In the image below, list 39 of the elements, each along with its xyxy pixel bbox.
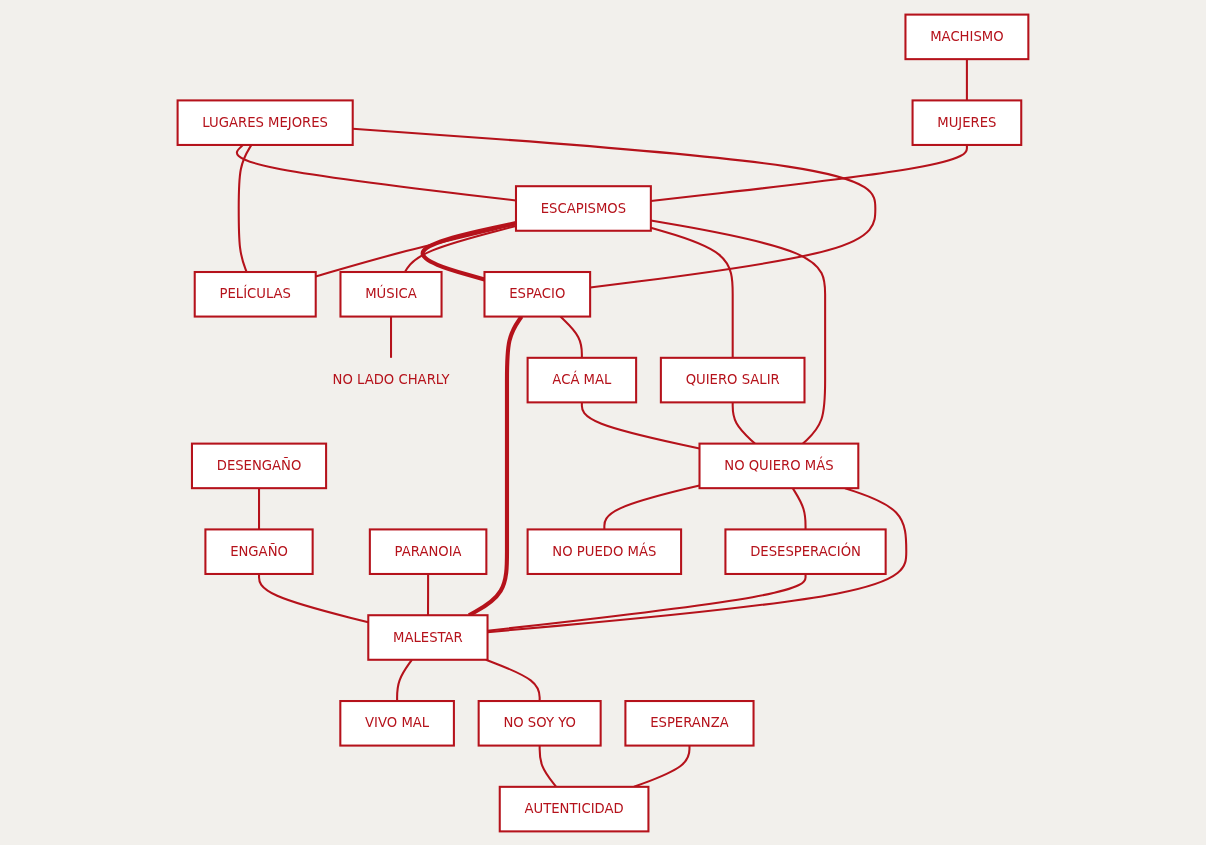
connector (580, 401, 700, 450)
node-box: QUIERO SALIR (659, 356, 806, 403)
connector (965, 58, 968, 100)
node-box: ESCAPISMOS (514, 184, 652, 232)
node-box: NO QUIERO MÁS (698, 442, 860, 489)
node-box: ESPACIO (483, 270, 592, 318)
connector (352, 127, 877, 289)
node-box: NO PUEDO MÁS (526, 527, 683, 575)
connector (390, 316, 393, 358)
connector (650, 226, 734, 358)
connector (258, 573, 369, 623)
connector (538, 745, 558, 787)
node-text: NO LADO CHARLY (332, 371, 450, 388)
node-box: PELÍCULAS (193, 270, 317, 318)
node-box: MÚSICA (339, 270, 443, 318)
connector (603, 483, 700, 529)
connector (315, 222, 517, 277)
connector (650, 218, 827, 444)
node-box: AUTENTICIDAD (498, 785, 650, 832)
node-box: DESESPERACIÓN (724, 527, 887, 575)
connector (791, 487, 807, 529)
node-box: VIVO MAL (339, 699, 455, 747)
node-box: ACÁ MAL (526, 356, 638, 403)
connector (487, 573, 807, 632)
node-box: ENGAÑO (204, 527, 314, 575)
connector (731, 401, 756, 444)
node-box: DESENGAÑO (190, 442, 328, 489)
connector (650, 144, 968, 202)
node-box: ESPERANZA (624, 699, 755, 747)
connector (420, 220, 517, 281)
node-box: MALESTAR (367, 613, 489, 661)
connector (427, 573, 430, 615)
connector (258, 487, 261, 529)
node-box: PARANOIA (368, 527, 488, 575)
node-box: MACHISMO (904, 13, 1030, 60)
node-box: LUGARES MEJORES (176, 98, 354, 146)
node-box: MUJERES (911, 98, 1023, 146)
node-box: NO SOY YO (477, 699, 602, 747)
connector (485, 658, 541, 701)
